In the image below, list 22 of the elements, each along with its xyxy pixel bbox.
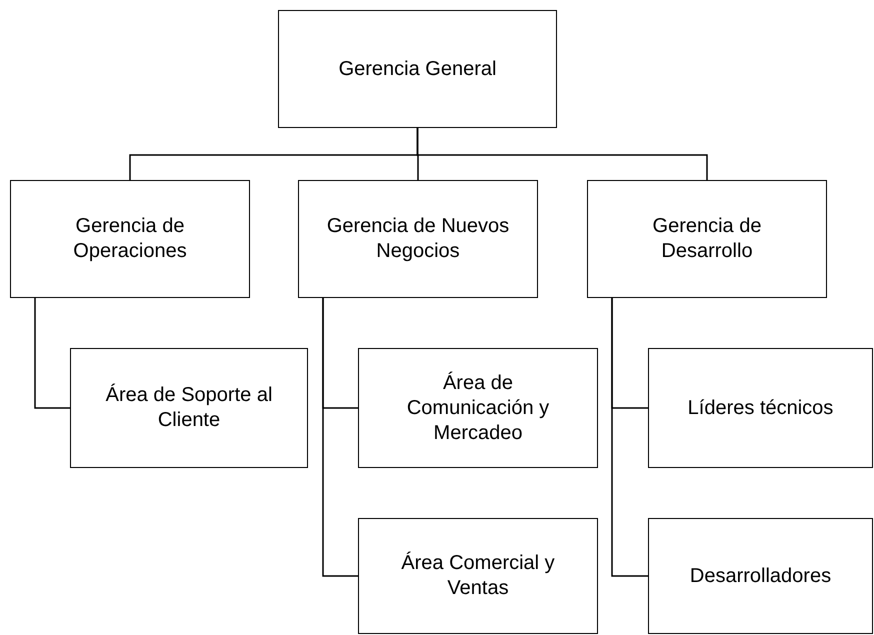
org-box [358,348,598,468]
connector-line [416,128,708,180]
box-label: Área de Comunicación y Mercadeo [406,370,550,446]
box-label: Área Comercial y Ventas [400,551,556,601]
box-label: Gerencia de Operaciones [72,214,188,264]
box-label: Gerencia General [338,56,496,82]
box-label: Gerencia de Nuevos Negocios [326,214,510,264]
connector-line [34,298,70,409]
org-box [298,180,538,298]
org-box [10,180,250,298]
connector-line [611,298,648,577]
org-box [648,518,873,634]
box-label: Desarrolladores [690,564,832,588]
org-box [358,518,598,634]
box-label: Líderes técnicos [688,396,834,420]
box-label: Área de Soporte al Cliente [104,383,274,433]
org-box [70,348,308,468]
box-label: Gerencia de Desarrollo [652,214,762,264]
connector-line [322,298,358,577]
org-box [587,180,827,298]
org-box [278,10,557,128]
org-box [648,348,873,468]
